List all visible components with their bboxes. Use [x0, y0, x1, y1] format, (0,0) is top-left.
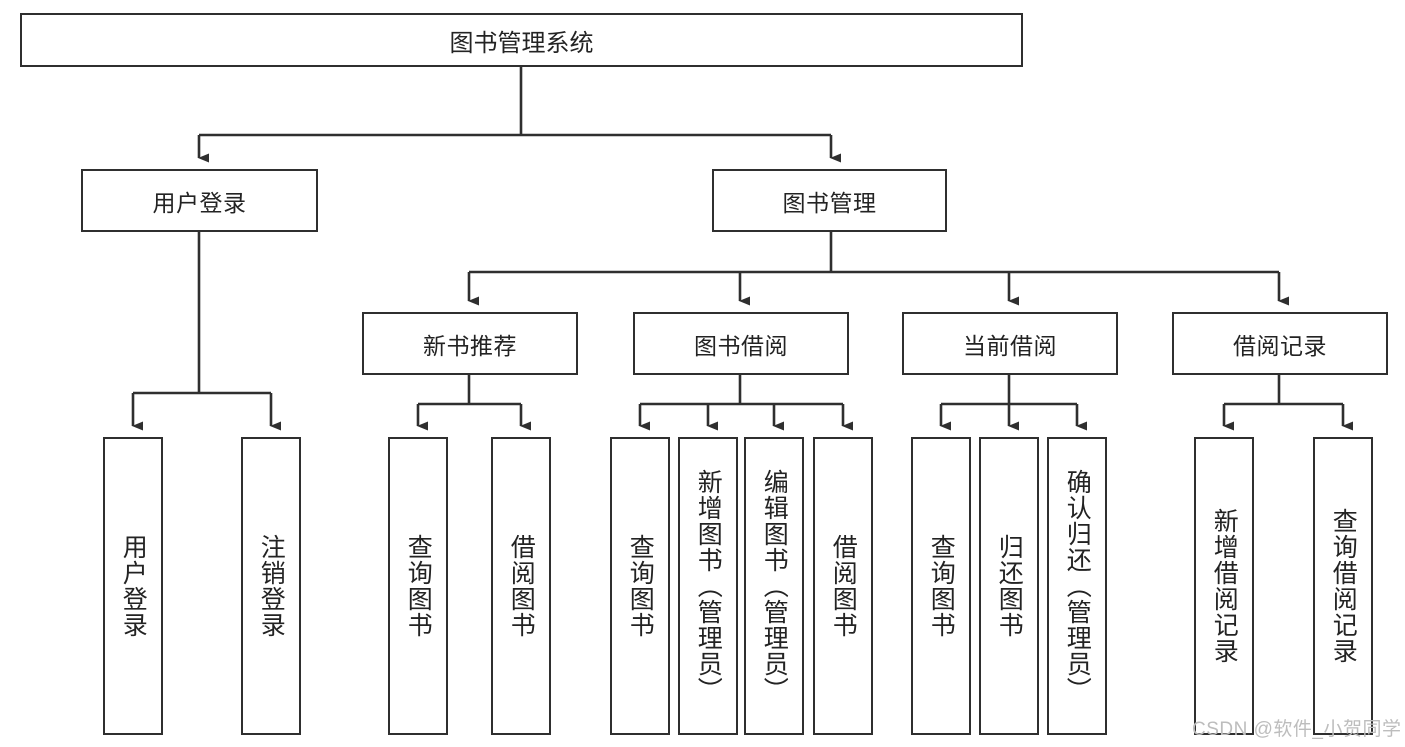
- leaf-return-book[interactable]: 归还图书: [979, 437, 1039, 735]
- leaf-query-record[interactable]: 查询借阅记录: [1313, 437, 1373, 735]
- node-new-book-recommend[interactable]: 新书推荐: [362, 312, 578, 375]
- node-user-login[interactable]: 用户登录: [81, 169, 318, 232]
- node-current-borrow-label: 当前借阅: [963, 332, 1057, 359]
- node-book-borrow-label: 图书借阅: [694, 332, 788, 359]
- leaf-borrow-book-2-label: 借阅图书: [829, 534, 858, 638]
- node-user-login-label: 用户登录: [152, 189, 247, 216]
- node-root-system[interactable]: 图书管理系统: [20, 13, 1023, 67]
- node-new-book-recommend-label: 新书推荐: [423, 332, 517, 359]
- leaf-borrow-book-1-label: 借阅图书: [507, 534, 536, 638]
- leaf-confirm-return-label: 确认归还（管理员）: [1063, 469, 1092, 703]
- node-borrow-record[interactable]: 借阅记录: [1172, 312, 1388, 375]
- leaf-query-book-3-label: 查询图书: [927, 534, 956, 638]
- node-book-management[interactable]: 图书管理: [712, 169, 947, 232]
- leaf-add-record-label: 新增借阅记录: [1210, 508, 1239, 664]
- node-borrow-record-label: 借阅记录: [1233, 332, 1327, 359]
- leaf-query-book-1[interactable]: 查询图书: [388, 437, 448, 735]
- leaf-confirm-return[interactable]: 确认归还（管理员）: [1047, 437, 1107, 735]
- leaf-user-login-label: 用户登录: [119, 534, 148, 638]
- leaf-user-login[interactable]: 用户登录: [103, 437, 163, 735]
- node-book-borrow[interactable]: 图书借阅: [633, 312, 849, 375]
- leaf-query-book-3[interactable]: 查询图书: [911, 437, 971, 735]
- node-root-label: 图书管理系统: [449, 29, 594, 57]
- leaf-edit-book-label: 编辑图书（管理员）: [760, 469, 789, 703]
- leaf-add-book[interactable]: 新增图书（管理员）: [678, 437, 738, 735]
- leaf-return-book-label: 归还图书: [995, 534, 1024, 638]
- leaf-user-logout-label: 注销登录: [257, 534, 286, 638]
- leaf-edit-book[interactable]: 编辑图书（管理员）: [744, 437, 804, 735]
- leaf-query-book-2[interactable]: 查询图书: [610, 437, 670, 735]
- leaf-add-book-label: 新增图书（管理员）: [694, 469, 723, 703]
- leaf-user-logout[interactable]: 注销登录: [241, 437, 301, 735]
- leaf-borrow-book-2[interactable]: 借阅图书: [813, 437, 873, 735]
- node-current-borrow[interactable]: 当前借阅: [902, 312, 1118, 375]
- leaf-borrow-book-1[interactable]: 借阅图书: [491, 437, 551, 735]
- leaf-query-book-2-label: 查询图书: [626, 534, 655, 638]
- leaf-add-record[interactable]: 新增借阅记录: [1194, 437, 1254, 735]
- leaf-query-record-label: 查询借阅记录: [1329, 508, 1358, 664]
- leaf-query-book-1-label: 查询图书: [404, 534, 433, 638]
- watermark: CSDN @软件_小贺同学: [1192, 719, 1402, 740]
- node-book-management-label: 图书管理: [782, 189, 877, 216]
